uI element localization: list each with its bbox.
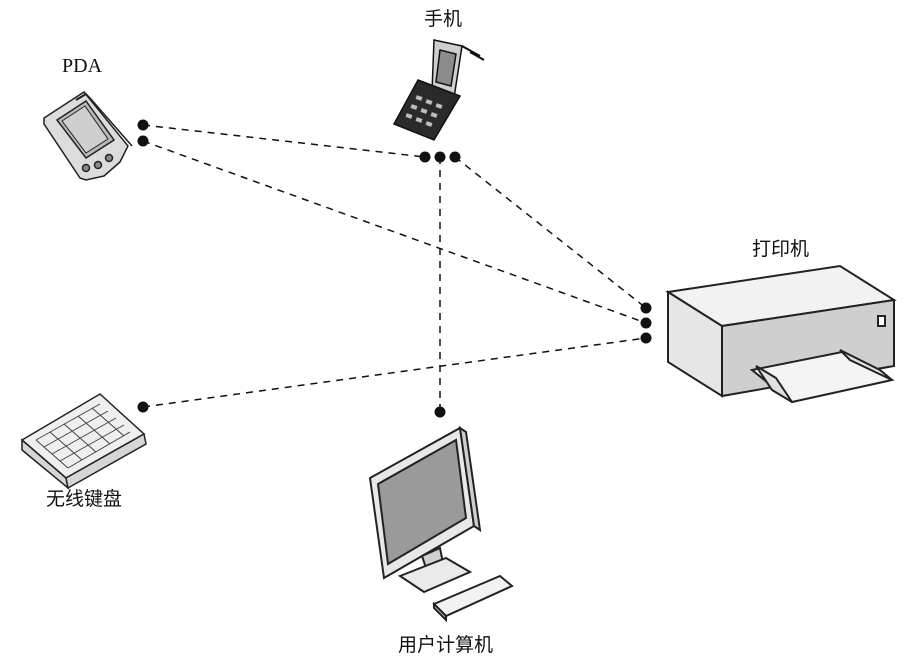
endpoint-dot [137, 401, 149, 413]
link-keyboard-printer [142, 337, 647, 408]
endpoint-dot [640, 302, 652, 314]
printer-icon [665, 264, 897, 404]
endpoint-dot [434, 406, 446, 418]
connection-dots [137, 119, 652, 418]
pda-label: PDA [62, 55, 103, 77]
link-pda-phone [142, 124, 426, 158]
endpoint-dot [419, 151, 431, 163]
link-pda-printer [142, 140, 647, 324]
endpoint-dot [449, 151, 461, 163]
printer-label: 打印机 [752, 238, 810, 260]
endpoint-dot [640, 317, 652, 329]
mobile-phone-icon [392, 39, 485, 141]
connection-lines [142, 124, 647, 412]
link-phone-printer [454, 156, 647, 309]
phone-label: 手机 [424, 8, 463, 30]
endpoint-dot [434, 151, 446, 163]
endpoint-dot [137, 119, 149, 131]
wireless-keyboard-icon [20, 393, 147, 490]
endpoint-dot [137, 135, 149, 147]
desktop-computer-icon [368, 425, 514, 623]
endpoint-dot [640, 332, 652, 344]
pda-icon [43, 91, 133, 181]
computer-label: 用户计算机 [398, 634, 494, 656]
keyboard-label: 无线键盘 [46, 488, 123, 510]
